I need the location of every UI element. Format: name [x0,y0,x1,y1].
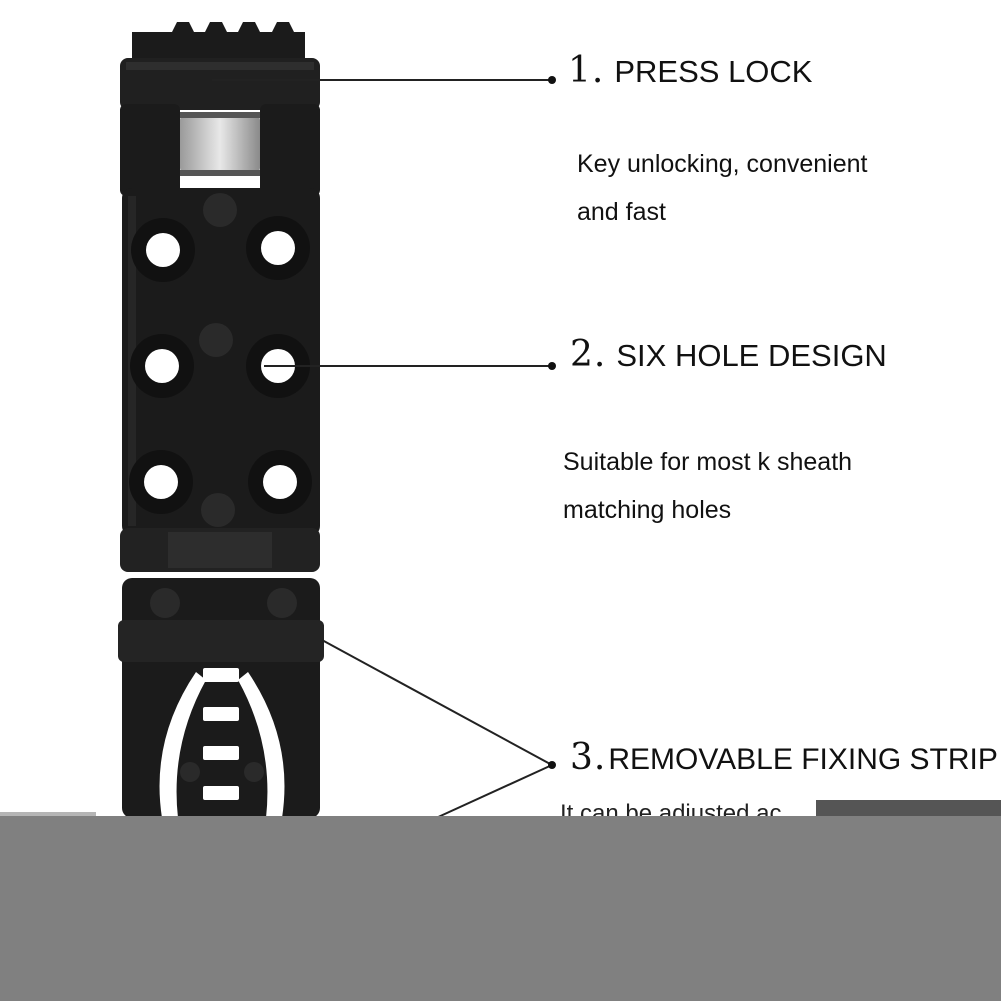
feature-2-description-line: matching holes [563,496,732,524]
feature-2-title: SIX HOLE DESIGN [616,338,887,373]
feature-3-description-partial: It can be adjusted ac [560,800,782,816]
feature-1-description: Key unlocking, convenient and fast [577,140,867,236]
feature-1-number: 1. [568,50,605,91]
feature-3-heading: 3.REMOVABLE FIXING STRIP [570,737,998,778]
six-hole-plate [122,188,320,536]
feature-1-description-line: Key unlocking, convenient [577,150,868,178]
fixing-strip [118,578,324,818]
feature-3-title: REMOVABLE FIXING STRIP [608,743,998,776]
lower-hinge [120,528,320,572]
feature-1-title: PRESS LOCK [614,54,813,89]
feature-2-heading: 2. SIX HOLE DESIGN [570,334,887,375]
feature-2-description-line: Suitable for most k sheath [563,448,853,476]
leader-dot-3 [548,761,556,769]
feature-3-number: 3. [570,737,607,778]
press-lock-button [120,22,320,110]
leader-dot-2 [548,362,556,370]
leader-dot-1 [548,76,556,84]
feature-2-number: 2. [570,334,607,375]
secondary-photo-strip [0,800,1001,818]
mounting-holes [129,216,312,514]
feature-1-heading: 1. PRESS LOCK [568,50,812,91]
feature-2-description: Suitable for most k sheath matching hole… [563,438,852,534]
upper-hinge [120,104,320,196]
leader-line-3b [435,764,553,819]
leader-line-3a [321,639,553,766]
gray-overlay-band [0,816,1001,1001]
leader-lines [212,79,553,819]
feature-1-description-line: and fast [577,198,666,226]
